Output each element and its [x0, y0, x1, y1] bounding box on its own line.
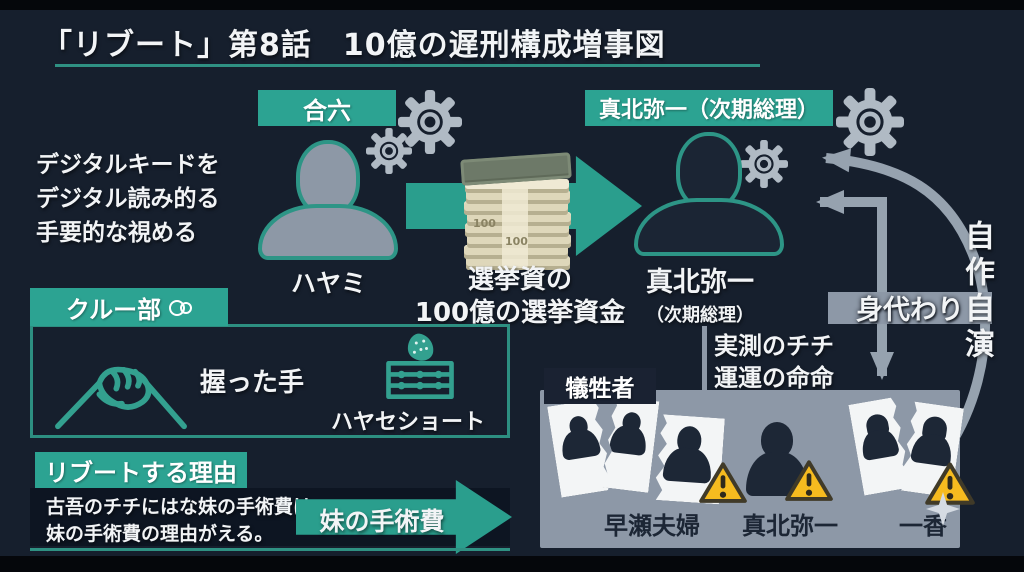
hayami-silhouette: [258, 140, 398, 260]
reboot-body-line1: 古吾のチチにはな妹の手術費は、: [46, 496, 332, 518]
fate-note: 実測のチチ 運運の命命: [714, 330, 834, 394]
torn-photo: [848, 396, 913, 495]
money-caption: 選挙資の 100億の選挙資金: [392, 264, 648, 330]
money-band: [502, 176, 528, 268]
torn-photo: [547, 398, 615, 497]
victim-name-makita: 真北弥一: [742, 512, 838, 540]
crew-header-label: クルー部: [65, 295, 162, 324]
reboot-underline: [30, 548, 510, 551]
gear-icon: [836, 88, 904, 156]
warning-icon: [698, 460, 748, 506]
money-caption-line2: 100億の選挙資金: [414, 298, 626, 328]
fate-note-line2: 運運の命命: [714, 364, 834, 392]
surgery-cost-label: 妹の手術費: [319, 507, 445, 536]
handshake-label: 握った手: [200, 368, 305, 398]
self-play-vertical-label: 自作自演: [959, 220, 994, 364]
hayami-name: ハヤミ: [290, 269, 366, 298]
handshake-icon: [46, 334, 196, 432]
top-letterbox: [0, 0, 1024, 10]
substitute-label: 身代わり: [856, 295, 964, 326]
money-caption-line1: 選挙資の: [467, 265, 572, 295]
money-stack-icon: 100 100: [460, 152, 576, 270]
warning-icon: [924, 460, 976, 508]
victim-name-hayase: 早瀬夫婦: [604, 512, 700, 540]
fate-note-line1: 実測のチチ: [714, 332, 834, 360]
victims-header: 犠牲者: [544, 368, 656, 404]
cake-icon: [376, 330, 464, 406]
hayami-shoulders: [258, 204, 398, 260]
bottom-letterbox: [0, 556, 1024, 572]
reboot-body-line2: 妹の手術費の理由がえる。: [46, 523, 274, 545]
crew-badge-icon: [169, 293, 193, 321]
tag-makita: 真北弥一（次期総理）: [585, 90, 833, 126]
title-underline: [55, 64, 760, 67]
left-note: デジタルキードを デジタル読み的る 手要的な視める: [36, 148, 220, 250]
makita-shoulders: [634, 198, 784, 256]
left-note-line3: 手要的な視める: [36, 220, 197, 246]
cake-label: ハヤセショート: [330, 410, 485, 435]
makita-name: 真北弥一: [646, 267, 754, 298]
crew-box: [30, 324, 510, 438]
makita-subtitle: （次期総理）: [646, 305, 754, 326]
left-note-line1: デジタルキードを: [36, 152, 220, 178]
tag-goroku: 合六: [258, 90, 396, 126]
victims-panel: 早瀬夫婦 真北弥一 一香: [540, 390, 960, 548]
page-title: 「リブート」第8話 10億の遅刑構成増事図: [42, 28, 666, 63]
reboot-body-text: 古吾のチチにはな妹の手術費は、 妹の手術費の理由がえる。: [46, 494, 331, 548]
warning-icon: [784, 458, 834, 504]
makita-name-block: 真北弥一 （次期総理）: [610, 260, 790, 327]
reboot-header: リブートする理由: [35, 452, 247, 488]
money-bill-value: 100: [505, 235, 528, 248]
victims-connector-line: [702, 326, 707, 394]
crew-header: クルー部: [30, 288, 228, 326]
makita-silhouette: [634, 132, 784, 256]
substitute-bar: [828, 292, 992, 324]
money-bill-value: 100: [473, 217, 496, 230]
victim-name-ichika: 一香: [899, 512, 947, 540]
left-note-line2: デジタル読み的る: [36, 186, 220, 212]
hayami-head: [296, 140, 360, 216]
